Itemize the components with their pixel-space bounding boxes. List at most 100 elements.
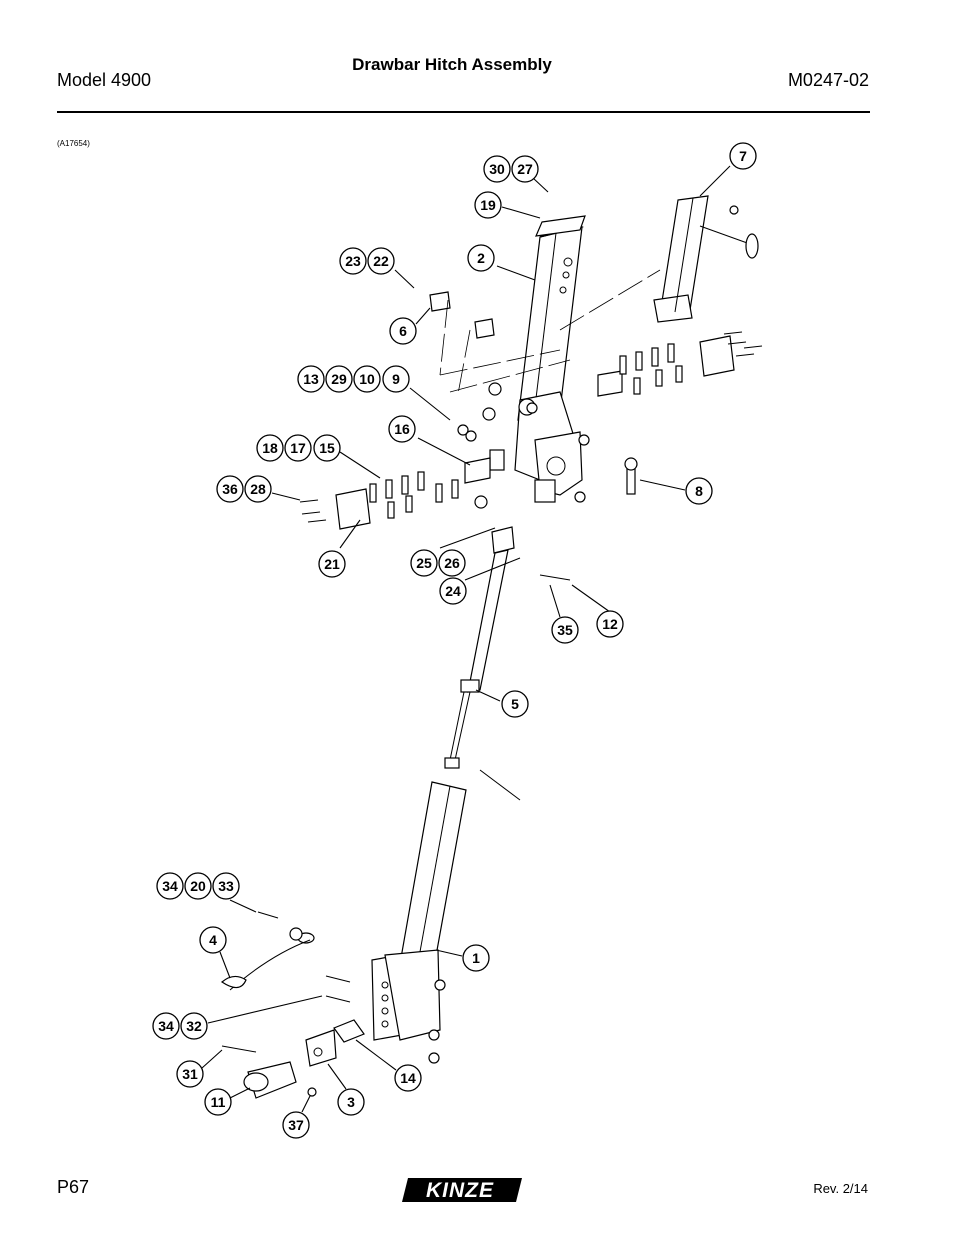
side-plate-right-part (699, 335, 735, 377)
jack-stand-part (653, 195, 759, 323)
svg-text:3: 3 (347, 1094, 355, 1110)
svg-text:2: 2 (477, 250, 485, 266)
hydraulic-cylinder-part (444, 526, 515, 769)
svg-text:16: 16 (394, 421, 410, 437)
svg-text:19: 19 (480, 197, 496, 213)
svg-text:22: 22 (373, 253, 389, 269)
svg-text:28: 28 (250, 481, 266, 497)
shim-plate-part (597, 370, 623, 397)
kinze-logo: KINZE (402, 1178, 522, 1202)
svg-text:KINZE: KINZE (426, 1179, 494, 1202)
svg-text:27: 27 (517, 161, 533, 177)
callout-27: 27 (511, 155, 539, 183)
side-plate-left-part (335, 488, 371, 530)
svg-text:14: 14 (400, 1070, 416, 1086)
callout-7: 7 (729, 142, 757, 170)
callout-29: 29 (325, 365, 353, 393)
shims-right-group (619, 343, 683, 395)
svg-text:34: 34 (158, 1018, 174, 1034)
callout-30: 30 (483, 155, 511, 183)
header-divider (57, 111, 870, 113)
callout-33: 33 (212, 872, 240, 900)
figure-id: (A17654) (57, 139, 90, 148)
callout-24: 24 (439, 577, 467, 605)
callout-18: 18 (256, 434, 284, 462)
callout-19: 19 (474, 191, 502, 219)
callout-34b: 34 (152, 1012, 180, 1040)
nuts-group (457, 382, 590, 509)
bolts-left-group (299, 499, 327, 523)
callout-20: 20 (184, 872, 212, 900)
callout-26: 26 (438, 549, 466, 577)
callout-36: 36 (216, 475, 244, 503)
callout-37: 37 (282, 1111, 310, 1139)
hitch-clevis-part (243, 1019, 365, 1099)
svg-text:33: 33 (218, 878, 234, 894)
model-label: Model 4900 (57, 70, 152, 90)
svg-text:29: 29 (331, 371, 347, 387)
callout-8: 8 (685, 477, 713, 505)
svg-text:37: 37 (288, 1117, 304, 1133)
svg-text:9: 9 (392, 371, 400, 387)
callout-23: 23 (339, 247, 367, 275)
svg-text:31: 31 (182, 1066, 198, 1082)
svg-text:26: 26 (444, 555, 460, 571)
hitch-bracket-part (489, 391, 583, 503)
pin-part (479, 769, 521, 801)
svg-text:10: 10 (359, 371, 375, 387)
callout-2: 2 (467, 244, 495, 272)
lower-tube-part (371, 781, 467, 1064)
callout-9: 9 (382, 365, 410, 393)
svg-text:5: 5 (511, 696, 519, 712)
svg-text:25: 25 (416, 555, 432, 571)
callout-25: 25 (410, 549, 438, 577)
upper-tube-part (517, 222, 585, 421)
hose-fitting-part (429, 291, 495, 339)
svg-text:7: 7 (739, 148, 747, 164)
revision-label: Rev. 2/14 (813, 1181, 868, 1196)
callout-12: 12 (596, 610, 624, 638)
svg-text:35: 35 (557, 622, 573, 638)
svg-text:23: 23 (345, 253, 361, 269)
svg-text:11: 11 (211, 1094, 226, 1110)
callout-10: 10 (353, 365, 381, 393)
page-number: P67 (57, 1177, 90, 1197)
svg-text:17: 17 (290, 440, 306, 456)
callout-11: 11 (204, 1088, 232, 1116)
callout-22: 22 (367, 247, 395, 275)
bolts-lower-group (221, 911, 351, 1053)
svg-text:18: 18 (262, 440, 278, 456)
hitch-pin-part (624, 457, 638, 495)
svg-text:6: 6 (399, 323, 407, 339)
svg-text:4: 4 (209, 932, 217, 948)
pin-part (539, 574, 571, 581)
callout-13: 13 (297, 365, 325, 393)
document-code: M0247-02 (787, 70, 869, 90)
callout-35: 35 (551, 616, 579, 644)
callout-5: 5 (501, 690, 529, 718)
shims-left-group (369, 471, 459, 519)
svg-text:32: 32 (186, 1018, 202, 1034)
svg-text:13: 13 (303, 371, 319, 387)
callout-34: 34 (156, 872, 184, 900)
svg-text:8: 8 (695, 483, 703, 499)
bolts-right-group (723, 331, 763, 357)
svg-text:30: 30 (489, 161, 505, 177)
callout-3: 3 (337, 1088, 365, 1116)
shim-plate-part (464, 457, 491, 484)
leader-lines-group (201, 165, 731, 1113)
safety-chain-part (220, 927, 315, 991)
page-title: Drawbar Hitch Assembly (352, 55, 552, 74)
callout-14: 14 (394, 1064, 422, 1092)
svg-text:34: 34 (162, 878, 178, 894)
svg-text:21: 21 (324, 556, 340, 572)
callout-1: 1 (462, 944, 490, 972)
callout-32: 32 (180, 1012, 208, 1040)
svg-text:1: 1 (472, 950, 480, 966)
callout-16: 16 (388, 415, 416, 443)
svg-text:24: 24 (445, 583, 461, 599)
callout-31: 31 (176, 1060, 204, 1088)
callout-28: 28 (244, 475, 272, 503)
top-plate-part (535, 215, 586, 237)
callout-21: 21 (318, 550, 346, 578)
